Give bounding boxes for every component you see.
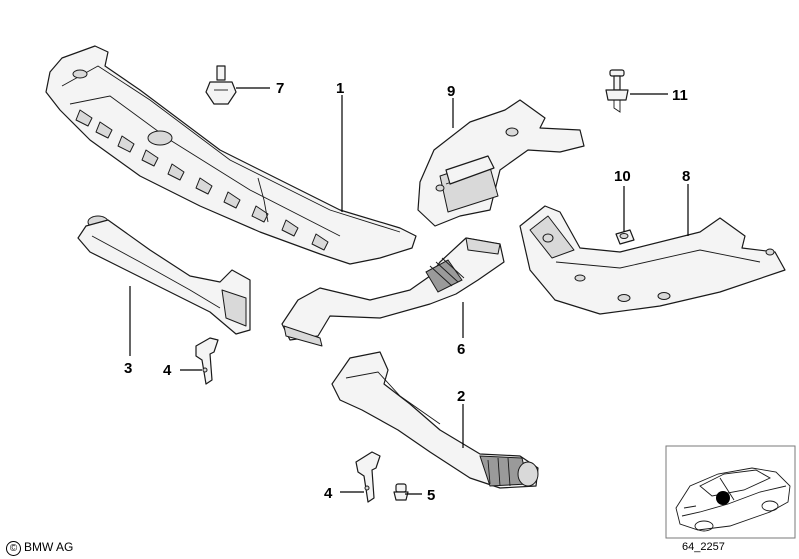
part-3-left-duct bbox=[77, 215, 251, 335]
part-4-bracket-upper bbox=[195, 337, 219, 385]
copyright-notice: ©BMW AG bbox=[6, 540, 73, 556]
car-outline-icon bbox=[675, 467, 791, 532]
callout-4-lower: 4 bbox=[324, 485, 333, 502]
part-6-bellows-duct bbox=[281, 237, 505, 347]
callout-10: 10 bbox=[614, 168, 631, 185]
callout-4-upper: 4 bbox=[163, 362, 172, 379]
leader-lines bbox=[129, 87, 689, 495]
part-11-screw bbox=[605, 69, 629, 113]
callout-6: 6 bbox=[457, 341, 465, 358]
part-4-bracket-lower bbox=[355, 451, 381, 503]
callout-7: 7 bbox=[276, 80, 284, 97]
part-7-push-rivet bbox=[205, 65, 237, 105]
copyright-text: BMW AG bbox=[24, 540, 74, 554]
diagram-code: 64_2257 bbox=[682, 541, 725, 553]
part-10-nut bbox=[615, 229, 635, 245]
callout-2: 2 bbox=[457, 388, 465, 405]
copyright-symbol: © bbox=[6, 541, 21, 556]
part-2-lower-duct bbox=[331, 351, 539, 489]
vehicle-location-inset bbox=[665, 445, 796, 539]
part-9-right-duct bbox=[417, 99, 585, 227]
callout-3: 3 bbox=[124, 360, 132, 377]
part-8-right-lower-duct bbox=[519, 205, 786, 315]
part-1-upper-duct bbox=[45, 45, 417, 265]
callout-5: 5 bbox=[427, 487, 435, 504]
part-5-screw bbox=[393, 483, 409, 501]
callout-11: 11 bbox=[672, 87, 688, 104]
callout-8: 8 bbox=[682, 168, 690, 185]
callout-9: 9 bbox=[447, 83, 455, 100]
location-marker-icon bbox=[716, 491, 730, 505]
callout-1: 1 bbox=[336, 80, 344, 97]
callout-labels: 1 7 9 11 10 8 3 4 6 2 4 5 bbox=[124, 80, 690, 504]
